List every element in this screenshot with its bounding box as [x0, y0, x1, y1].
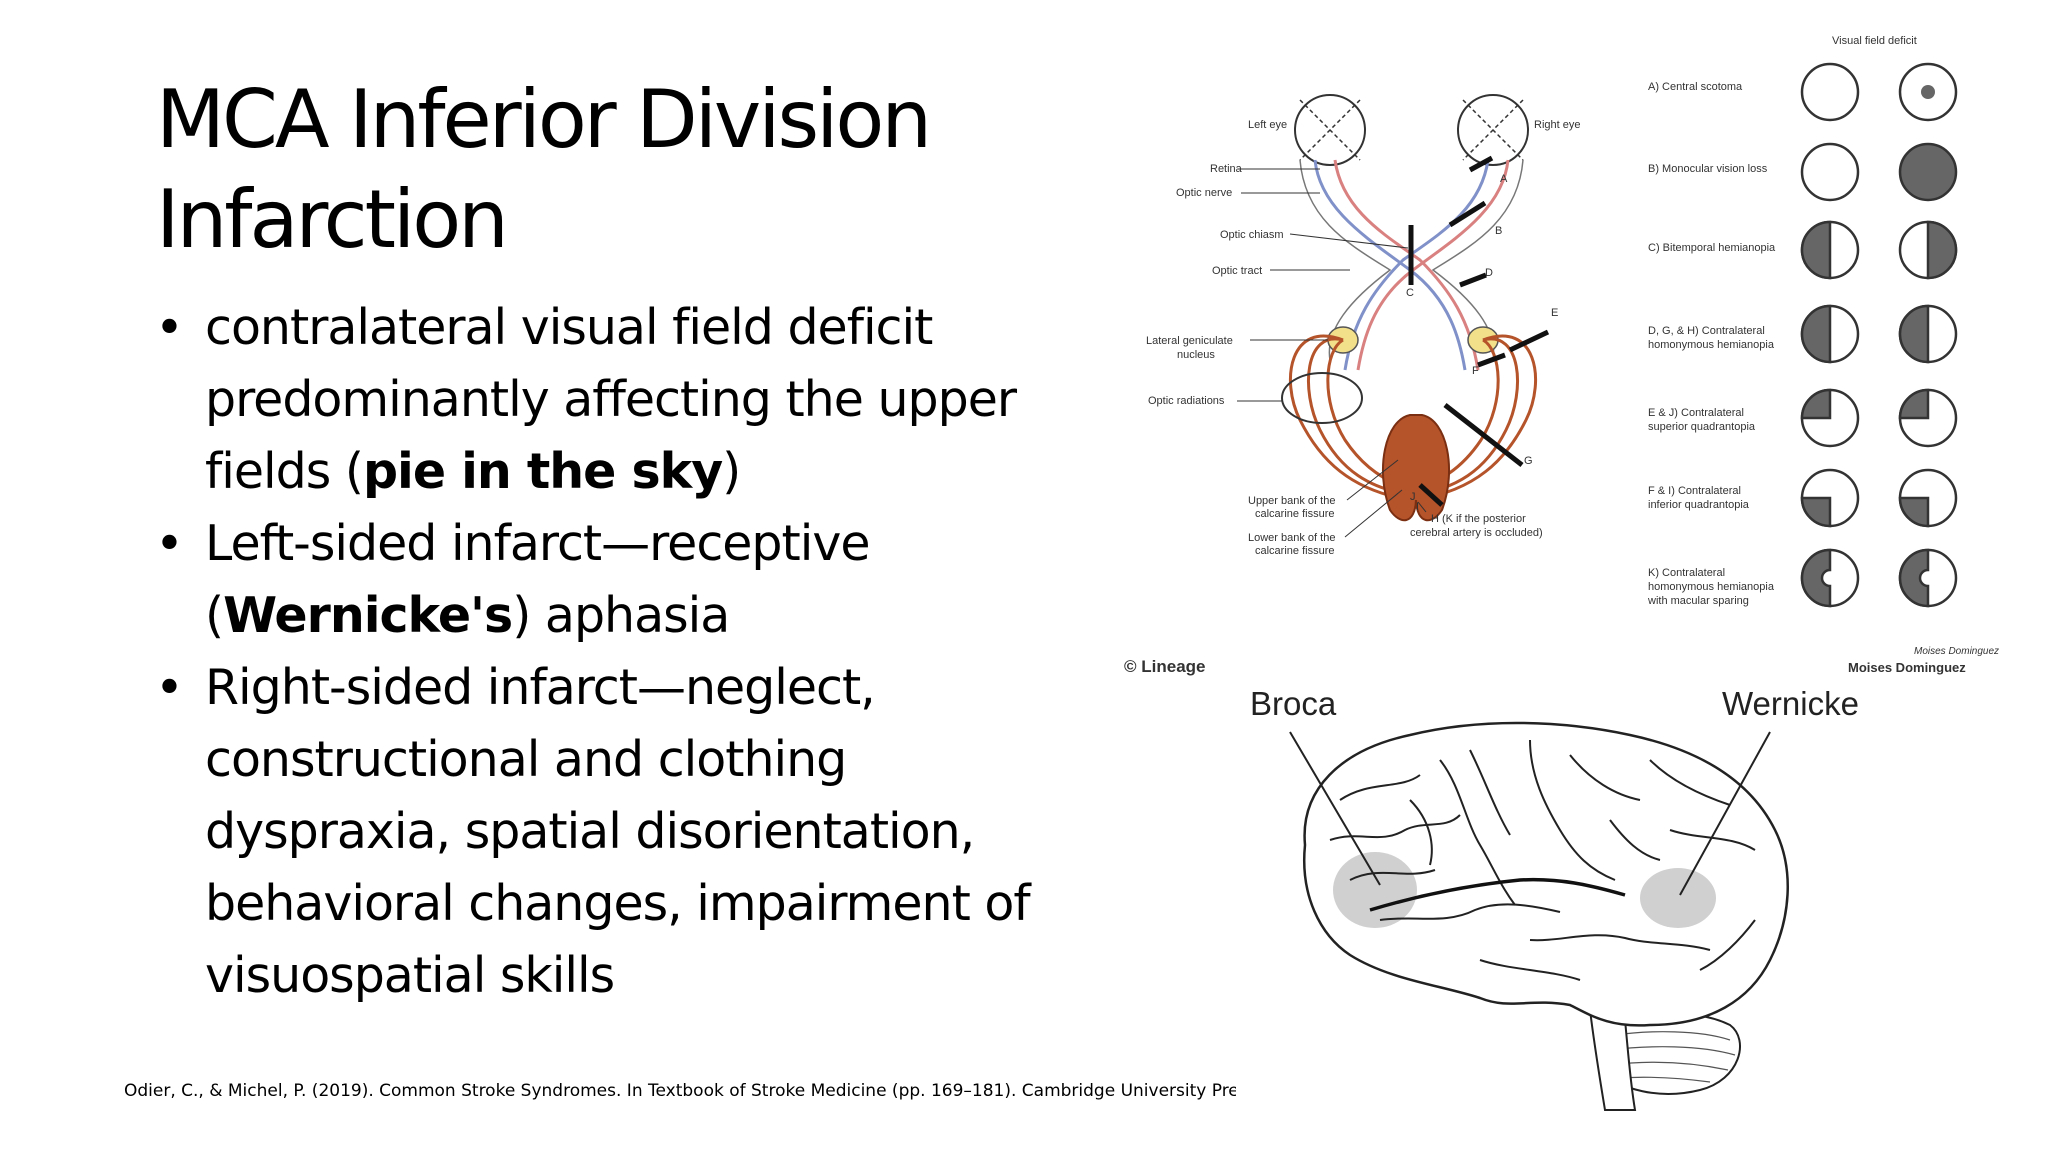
bullet-text: Left-sided infarct—receptive (	[205, 515, 870, 644]
field-k-right-fill-icon	[1898, 548, 1930, 608]
bullet-list: contralateral visual field deficit predo…	[155, 292, 1075, 1012]
deficit-label-e-1: E & J) Contralateral	[1648, 407, 1744, 419]
bullet-item-visual-field: contralateral visual field deficit predo…	[155, 292, 1075, 508]
optic-nerve-left-red	[1333, 159, 1480, 371]
lesion-bar-g	[1443, 403, 1524, 467]
field-b-left-icon	[1800, 142, 1860, 202]
lesion-bar-b	[1448, 200, 1487, 228]
signature-label: Moises Dominguez	[1848, 660, 1966, 675]
field-k-left-fill-icon	[1800, 548, 1832, 608]
marker-i: I	[1416, 501, 1419, 513]
left-eye-cross-icon	[1299, 99, 1361, 161]
copyright-label: © Lineage	[1124, 657, 1206, 676]
label-h-1: H (K if the posterior	[1431, 513, 1526, 525]
field-f-right-fill-icon	[1898, 496, 1930, 528]
wernicke-leader-line	[1679, 731, 1771, 896]
deficit-label-c: C) Bitemporal hemianopia	[1648, 242, 1776, 254]
wernicke-area	[1640, 868, 1716, 928]
lesion-bar-f	[1477, 352, 1506, 368]
marker-g: G	[1524, 455, 1533, 467]
deficit-label-e-2: superior quadrantopia	[1648, 421, 1756, 433]
deficit-label-a: A) Central scotoma	[1648, 81, 1743, 93]
deficit-label-d-1: D, G, & H) Contralateral	[1648, 325, 1765, 337]
lesion-bar-e	[1508, 329, 1550, 353]
slide-title: MCA Inferior Division Infarction	[156, 70, 1056, 270]
wernicke-label: Wernicke	[1722, 685, 1859, 722]
label-optic-nerve: Optic nerve	[1176, 187, 1232, 199]
citation: Odier, C., & Michel, P. (2019). Common S…	[124, 1081, 1236, 1101]
label-optic-tract: Optic tract	[1212, 265, 1262, 277]
brain-figure: Broca Wernicke	[1250, 685, 1859, 1111]
bullet-text: ) aphasia	[512, 587, 730, 644]
bullet-bold-text: Wernicke's	[223, 587, 513, 644]
label-h-2: cerebral artery is occluded)	[1410, 527, 1543, 539]
broca-area	[1333, 852, 1417, 928]
field-c-left-fill-icon	[1800, 220, 1832, 280]
label-right-eye: Right eye	[1534, 119, 1580, 131]
label-upper-bank-1: Upper bank of the	[1248, 495, 1335, 507]
title-line-1: MCA Inferior Division	[156, 73, 932, 166]
deficit-header: Visual field deficit	[1832, 35, 1917, 47]
label-leader-lines	[1237, 168, 1427, 538]
broca-leader-line	[1289, 731, 1381, 886]
brainstem-icon	[1588, 1008, 1637, 1111]
brain-outline-icon	[1303, 721, 1789, 1027]
visual-pathway-figure: A B C D E F G I J Left eye Right eye Ret…	[1124, 35, 1999, 676]
deficit-label-k-2: homonymous hemianopia	[1648, 581, 1775, 593]
label-lower-bank-2: calcarine fissure	[1255, 545, 1334, 557]
deficit-label-d-2: homonymous hemianopia	[1648, 339, 1775, 351]
optic-nerve-right-blue	[1343, 159, 1490, 371]
marker-f: F	[1472, 365, 1479, 377]
marker-c: C	[1406, 287, 1414, 299]
marker-j: J	[1410, 491, 1416, 503]
label-optic-radiations: Optic radiations	[1148, 395, 1225, 407]
deficit-label-f-2: inferior quadrantopia	[1648, 499, 1750, 511]
lesion-bar-a	[1468, 155, 1494, 173]
label-left-eye: Left eye	[1248, 119, 1287, 131]
marker-b: B	[1495, 225, 1502, 237]
lesion-bar-d	[1459, 272, 1487, 288]
label-optic-chiasm: Optic chiasm	[1220, 229, 1284, 241]
bullet-bold-text: pie in the sky	[362, 443, 723, 500]
bullet-text: )	[722, 443, 741, 500]
bullet-text: contralateral visual field deficit predo…	[205, 299, 1017, 500]
field-a-scotoma-icon	[1921, 85, 1935, 99]
field-e-left-fill-icon	[1800, 388, 1832, 420]
right-eye-cross-icon	[1462, 99, 1524, 161]
label-lgn-1: Lateral geniculate	[1146, 335, 1233, 347]
bullet-item-left-infarct: Left-sided infarct—receptive (Wernicke's…	[155, 508, 1075, 652]
brain-gyri	[1329, 739, 1756, 981]
lesion-bar-h	[1418, 483, 1444, 507]
optic-radiation-lesion-circle	[1281, 372, 1363, 424]
title-line-2: Infarction	[156, 173, 509, 266]
bullet-item-right-infarct: Right-sided infarct—neglect, constructio…	[155, 652, 1075, 1012]
marker-e: E	[1551, 307, 1558, 319]
label-retina: Retina	[1210, 163, 1243, 175]
deficit-label-f-1: F & I) Contralateral	[1648, 485, 1741, 497]
field-b-right-icon	[1898, 142, 1958, 202]
field-d-left-fill-icon	[1800, 304, 1832, 364]
label-upper-bank-2: calcarine fissure	[1255, 508, 1334, 520]
field-a-left-icon	[1800, 62, 1860, 122]
signature-script: Moises Dominguez	[1914, 646, 1999, 657]
field-c-right-fill-icon	[1926, 220, 1958, 280]
field-e-right-fill-icon	[1898, 388, 1930, 420]
bullet-text: Right-sided infarct—neglect, constructio…	[205, 659, 1031, 1004]
deficit-label-k-3: with macular sparing	[1647, 595, 1749, 607]
sylvian-fissure-icon	[1369, 877, 1626, 912]
marker-a: A	[1500, 173, 1508, 185]
deficit-label-b: B) Monocular vision loss	[1648, 163, 1768, 175]
broca-label: Broca	[1250, 685, 1337, 722]
label-lgn-2: nucleus	[1177, 349, 1215, 361]
label-lower-bank-1: Lower bank of the	[1248, 532, 1335, 544]
marker-d: D	[1485, 267, 1493, 279]
field-f-left-fill-icon	[1800, 496, 1832, 528]
field-d-right-fill-icon	[1898, 304, 1930, 364]
deficit-label-k-1: K) Contralateral	[1648, 567, 1725, 579]
